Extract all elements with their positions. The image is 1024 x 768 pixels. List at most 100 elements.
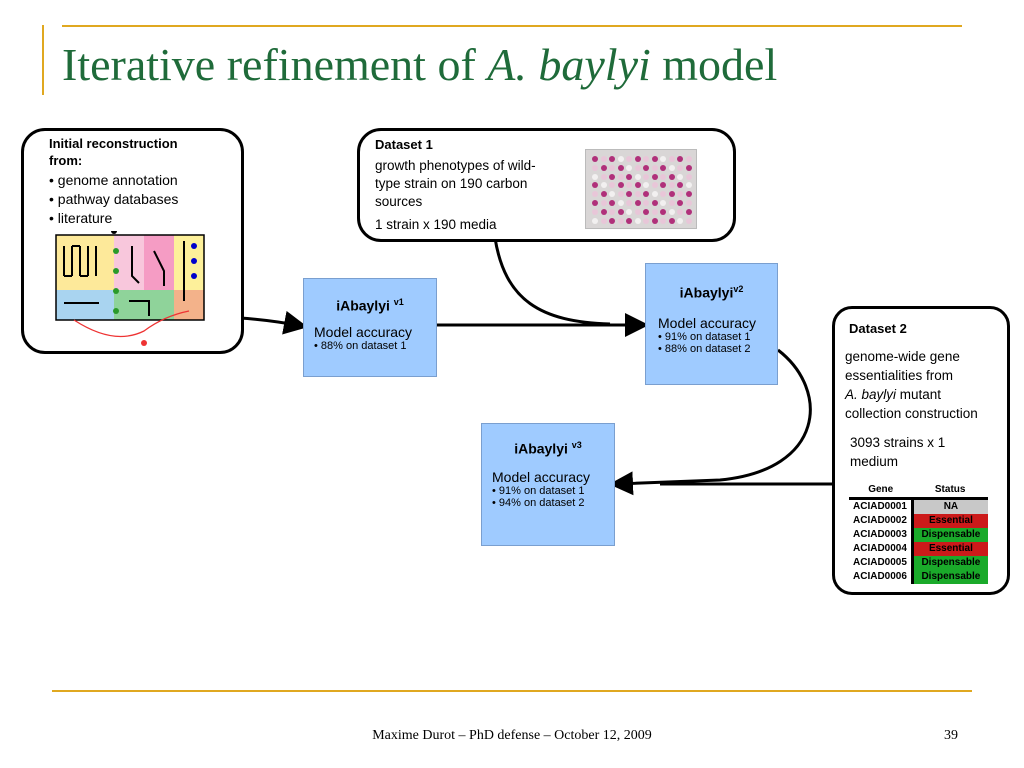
gene-cell: ACIAD0004 [849,542,914,556]
plate-well [660,200,666,206]
plate-well [600,191,607,198]
plate-well [626,208,632,215]
model-v2-label: iAbaylyi [679,284,734,301]
plate-well [651,217,658,224]
metabolic-map-thumbnail [55,231,205,346]
plate-well [617,156,624,162]
plate-well [592,156,598,162]
plate-well [660,173,666,180]
plate-well [643,182,649,189]
plate-well [609,182,615,189]
dataset2-description: genome-wide gene essentialities from A. … [845,347,978,423]
model-v1-name: iAbaylyi v1 [304,297,436,314]
title-suffix: model [650,39,778,90]
plate-well [651,156,658,162]
status-cell: Essential [912,542,988,556]
bullet-genome-annotation: • genome annotation [49,172,178,188]
plate-well [600,173,607,180]
bullet-literature: • literature [49,210,113,226]
model-v2-name: iAbaylyiv2 [646,284,777,301]
plate-well [600,182,607,189]
model-v3-accuracy-label: Model accuracy [492,468,591,485]
plate-well [592,217,598,224]
dataset2-desc-line4: collection construction [845,406,978,421]
dataset1-desc-line2: type strain on 190 carbon [375,176,528,191]
dataset2-desc-line2: essentialities from [845,368,954,383]
plate-well [592,200,598,206]
model-v2-line2: • 88% on dataset 2 [658,342,751,355]
plate-well [677,156,683,162]
bottom-rule [52,690,972,692]
dataset2-size-line2: medium [850,454,899,469]
bullet-pathway-databases: • pathway databases [49,191,179,207]
dataset2-size-line1: 3093 strains x 1 [850,435,946,450]
plate-well [685,217,692,224]
plate-well [634,217,641,224]
plate-well [592,164,598,171]
gene-cell: ACIAD0005 [849,556,914,570]
plate-well [592,182,598,189]
dataset1-desc-line1: growth phenotypes of wild- [375,158,536,173]
footer-text: Maxime Durot – PhD defense – October 12,… [372,728,652,743]
plate-well [600,156,607,162]
title-prefix: Iterative refinement of [62,39,488,90]
side-rule [42,25,44,95]
model-v1-accuracy-label: Model accuracy [314,323,413,340]
plate-well [677,164,683,171]
plate-well [592,191,598,198]
dataset2-box: Dataset 2 genome-wide gene essentialitie… [832,306,1010,595]
plate-well [643,208,649,215]
plate-well [651,191,658,198]
plate-well [600,164,607,171]
plate-well [685,191,692,198]
initial-bullets: • genome annotation • pathway databases … [49,171,178,228]
plate-well [609,200,615,206]
plate-well [600,200,607,206]
plate-well [668,191,675,198]
plate-well [668,200,675,206]
plate-well [634,164,641,171]
gene-cell: ACIAD0003 [849,528,914,542]
plate-well [685,208,692,215]
plate-well [643,191,649,198]
plate-well [609,164,615,171]
model-v1-version: v1 [393,297,404,307]
plate-well [634,200,641,206]
dataset2-title: Dataset 2 [849,321,907,336]
dataset1-description: growth phenotypes of wild- type strain o… [375,157,536,211]
arrow-initial-to-v1 [239,310,308,335]
plate-well [609,208,615,215]
plate-well [643,173,649,180]
plate-well [668,182,675,189]
plate-well [677,208,683,215]
initial-heading-line2: from: [49,153,83,168]
curve-v2-to-v3 [609,348,812,496]
plate-well [651,208,658,215]
plate-well [617,217,624,224]
plate-well [660,217,666,224]
plate-well [609,217,615,224]
plate-well [634,191,641,198]
plate-well [626,156,632,162]
initial-heading: Initial reconstruction from: [49,135,178,169]
plate-well [617,191,624,198]
plate-well [617,208,624,215]
model-v3-box: iAbaylyi v3 Model accuracy • 91% on data… [481,423,615,546]
table-header-status: Status [912,483,988,500]
table-header-gene: Gene [849,483,913,500]
model-v3-version: v3 [571,440,582,450]
plate-well [617,200,624,206]
model-v1-line1: • 88% on dataset 1 [314,339,407,352]
plate-well [592,208,598,215]
dataset1-box: Dataset 1 growth phenotypes of wild- typ… [357,128,736,242]
plate-well [685,200,692,206]
model-v3-label: iAbaylyi [514,440,572,457]
plate-well [668,217,675,224]
model-v3-line2: • 94% on dataset 2 [492,496,585,509]
plate-well [643,217,649,224]
phenotype-plate-image [585,149,697,229]
top-rule [62,25,962,27]
